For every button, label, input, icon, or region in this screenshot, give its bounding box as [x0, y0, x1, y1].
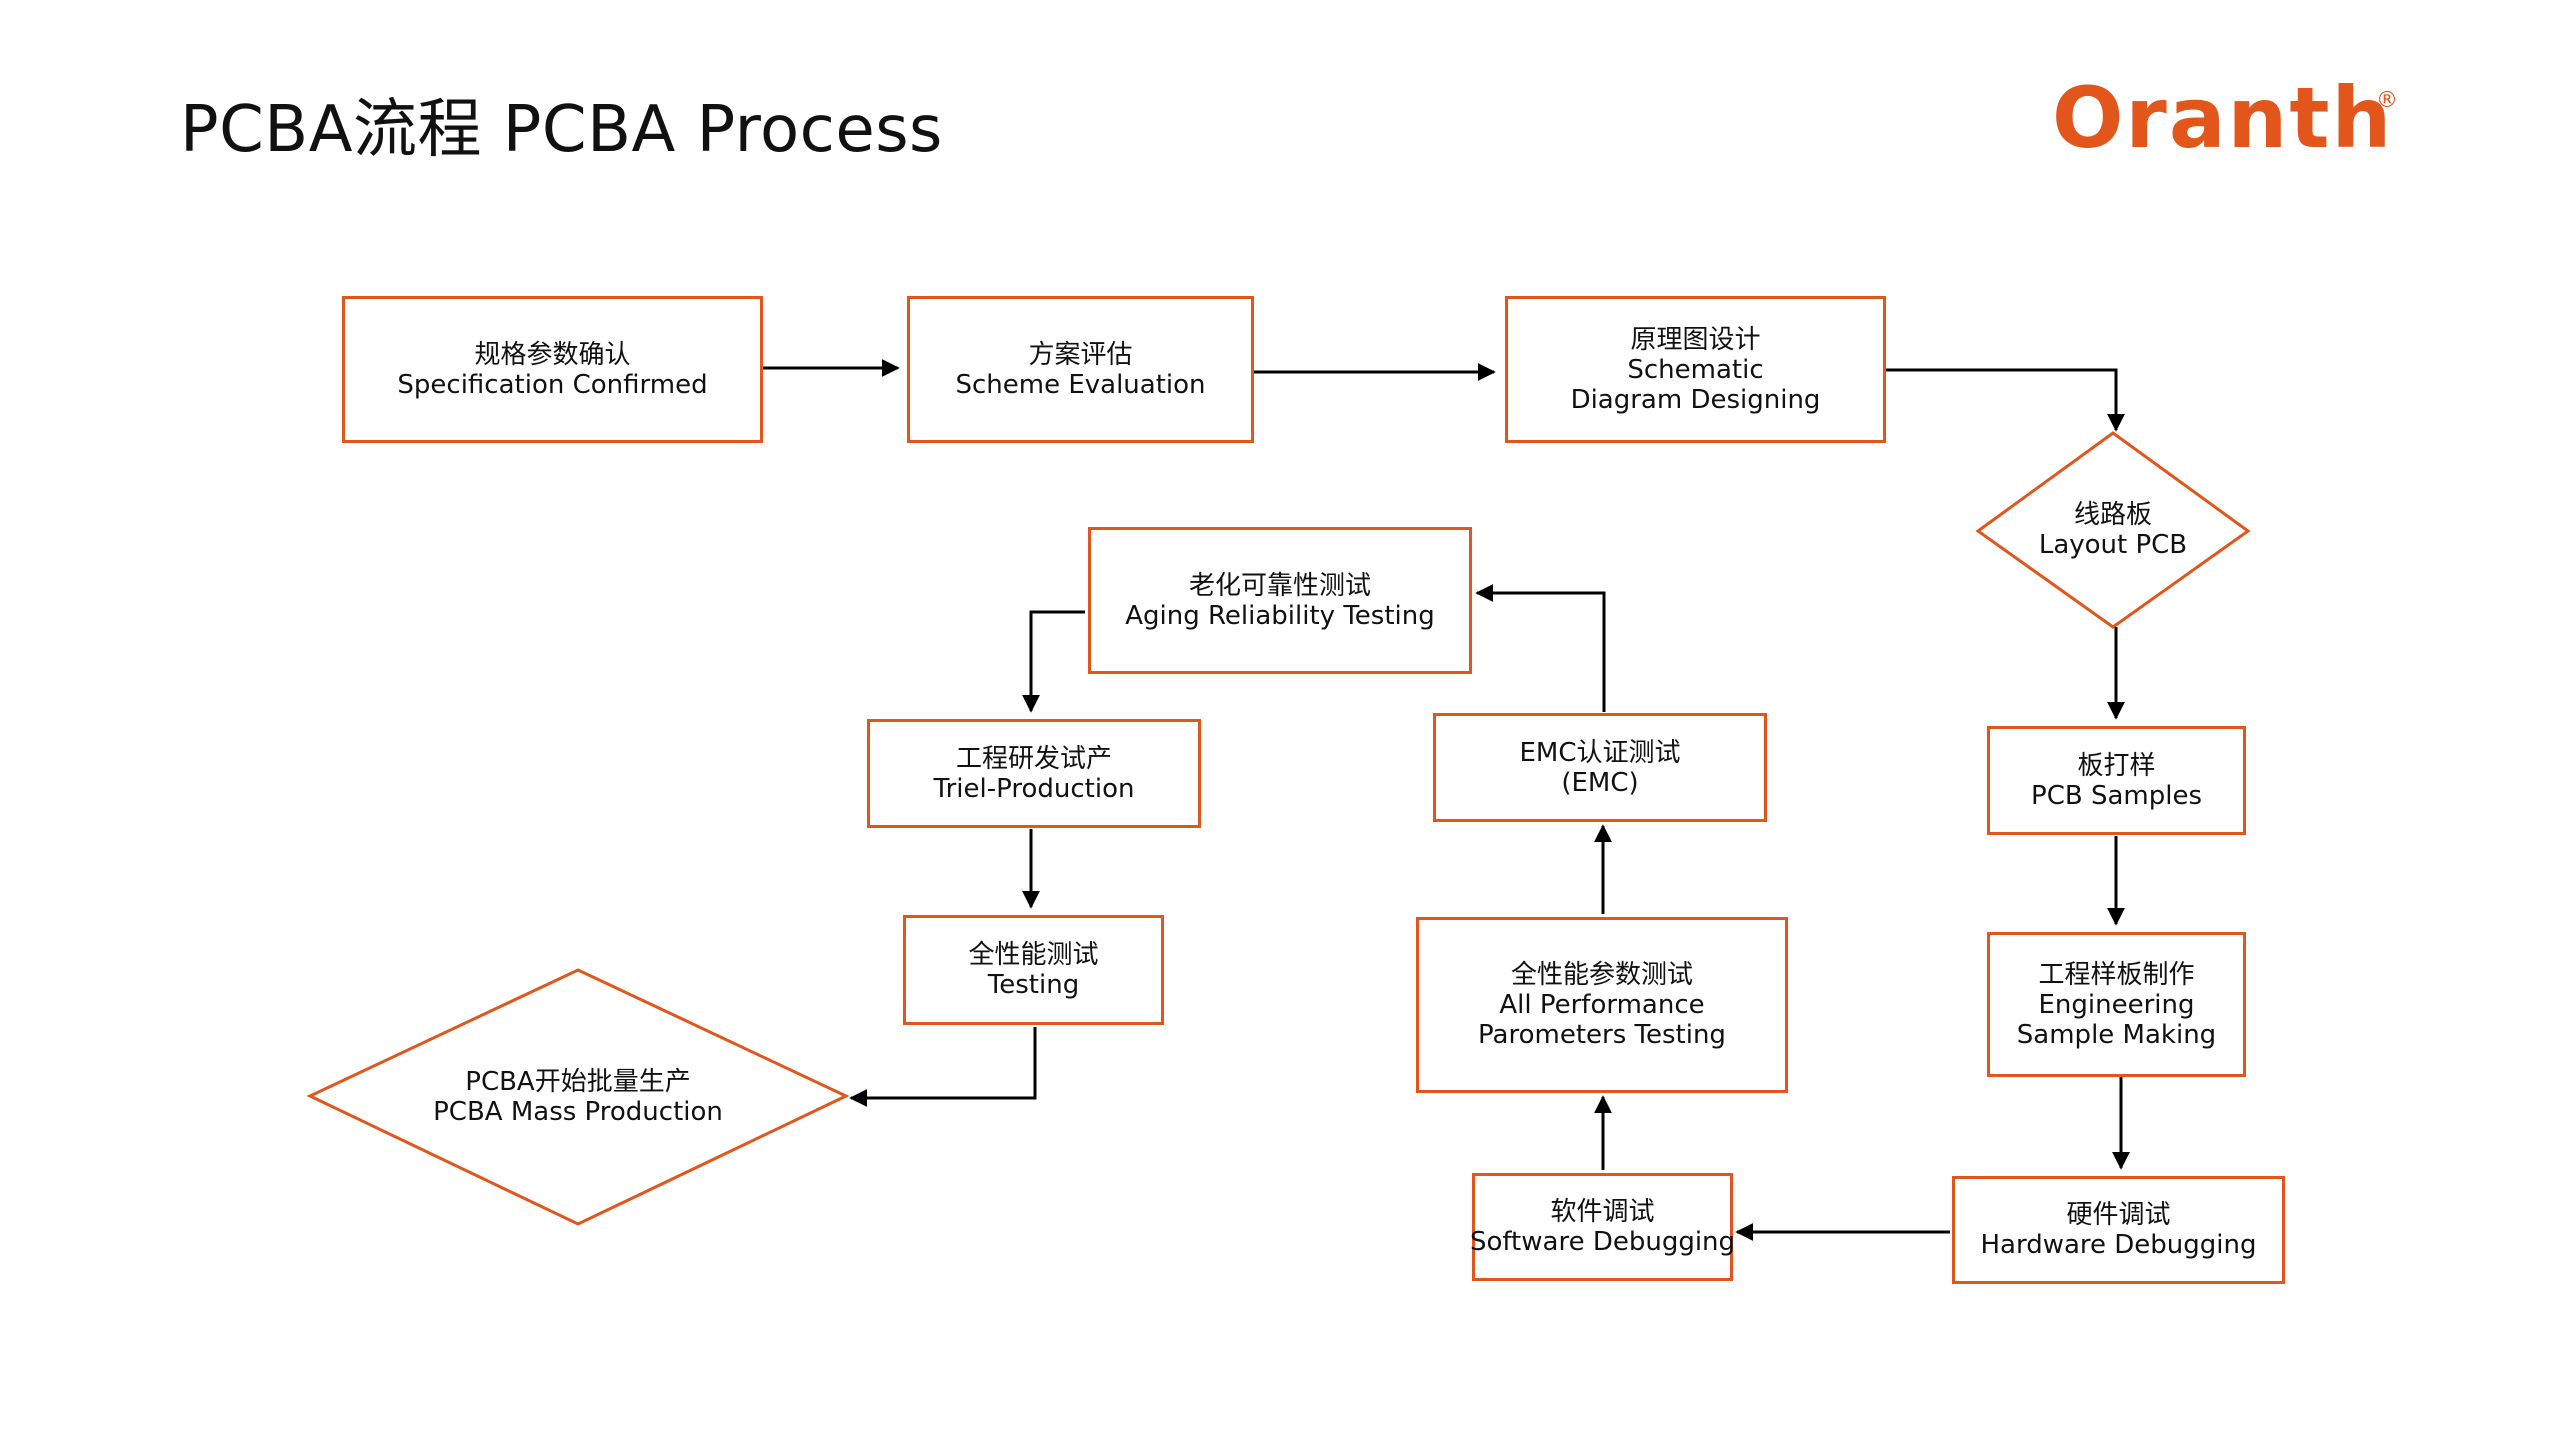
layout-diamond-shape: [1975, 431, 2251, 629]
node-pcb-samples: 板打样 PCB Samples: [1987, 726, 2246, 835]
brand-logo: Oranth: [2052, 69, 2394, 167]
node-specification-confirmed: 规格参数确认 Specification Confirmed: [342, 296, 763, 443]
node-software-debugging: 软件调试 Software Debugging: [1470, 1173, 1735, 1281]
node-engineering-sample: 工程样板制作 Engineering Sample Making: [1987, 932, 2246, 1077]
node-testing: 全性能测试 Testing: [903, 915, 1164, 1025]
node-aging-reliability: 老化可靠性测试 Aging Reliability Testing: [1088, 527, 1472, 674]
arrow-aging-to-trial: [1022, 610, 1085, 713]
page-title: PCBA流程 PCBA Process: [180, 93, 943, 167]
arrow-testing-to-mass: [849, 1027, 1037, 1107]
mass-diamond-shape: [306, 968, 850, 1226]
node-emc-testing: EMC认证测试 (EMC): [1433, 713, 1767, 822]
node-schematic-design: 原理图设计 Schematic Diagram Designing: [1505, 296, 1886, 443]
arrow-emc-to-aging: [1475, 584, 1606, 712]
node-layout-pcb: 线路板 Layout PCB: [2038, 500, 2188, 560]
registered-mark: ®: [2376, 88, 2398, 113]
node-mass-production: PCBA开始批量生产 PCBA Mass Production: [433, 1067, 723, 1127]
node-hardware-debugging: 硬件调试 Hardware Debugging: [1952, 1176, 2285, 1284]
node-scheme-evaluation: 方案评估 Scheme Evaluation: [907, 296, 1254, 443]
arrow-schematic-to-layout: [1884, 368, 2125, 432]
node-all-performance-testing: 全性能参数测试 All Performance Parometers Testi…: [1416, 917, 1788, 1093]
node-trial-production: 工程研发试产 Triel-Production: [867, 719, 1201, 828]
